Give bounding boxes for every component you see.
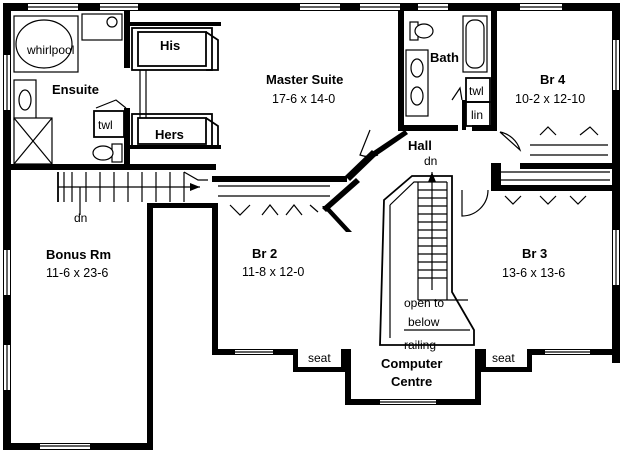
bonus-stairs xyxy=(57,171,208,215)
bedroom4-dimensions: 10-2 x 12-10 xyxy=(515,92,585,106)
exterior-walls xyxy=(3,3,620,450)
bedroom4-label: Br 4 xyxy=(540,72,566,87)
hall-down-label: dn xyxy=(424,154,437,168)
room-labels: whirlpool His Hers Ensuite twl Master Su… xyxy=(26,38,585,389)
ensuite-fixtures xyxy=(13,13,127,165)
master-suite-label: Master Suite xyxy=(266,72,343,87)
bath-label: Bath xyxy=(430,50,459,65)
bedroom3-label: Br 3 xyxy=(522,246,547,261)
bonus-room-dimensions: 11-6 x 23-6 xyxy=(46,266,108,280)
whirlpool-label: whirlpool xyxy=(26,43,74,57)
computer-centre-label-line1: Computer xyxy=(381,356,442,371)
master-suite-dimensions: 17-6 x 14-0 xyxy=(272,92,335,106)
ensuite-label: Ensuite xyxy=(52,82,99,97)
bath-fixtures xyxy=(405,15,491,127)
closet-doors xyxy=(218,126,610,217)
interior-walls xyxy=(11,11,612,232)
linen-closet-label: lin xyxy=(471,108,483,122)
walk-in-closets xyxy=(131,27,219,149)
his-closet-label: His xyxy=(160,38,180,53)
open-to-below-label-line1: open to xyxy=(404,296,444,310)
bath-towel-label: twl xyxy=(469,84,484,98)
hall-label: Hall xyxy=(408,138,432,153)
open-to-below-label-line2: below xyxy=(408,315,440,329)
bonus-room-label: Bonus Rm xyxy=(46,247,111,262)
br3-seat-label: seat xyxy=(492,351,515,365)
hers-closet-label: Hers xyxy=(155,127,184,142)
bedroom3-dimensions: 13-6 x 13-6 xyxy=(502,266,565,280)
railing-label: railing xyxy=(404,338,436,352)
bonus-stair-down-label: dn xyxy=(74,211,87,225)
bedroom2-label: Br 2 xyxy=(252,246,277,261)
main-stair xyxy=(379,172,475,346)
ensuite-towel-label: twl xyxy=(98,118,113,132)
br2-seat-label: seat xyxy=(308,351,331,365)
computer-centre-label-line2: Centre xyxy=(391,374,432,389)
bedroom2-dimensions: 11-8 x 12-0 xyxy=(242,265,304,279)
windows xyxy=(4,4,619,449)
